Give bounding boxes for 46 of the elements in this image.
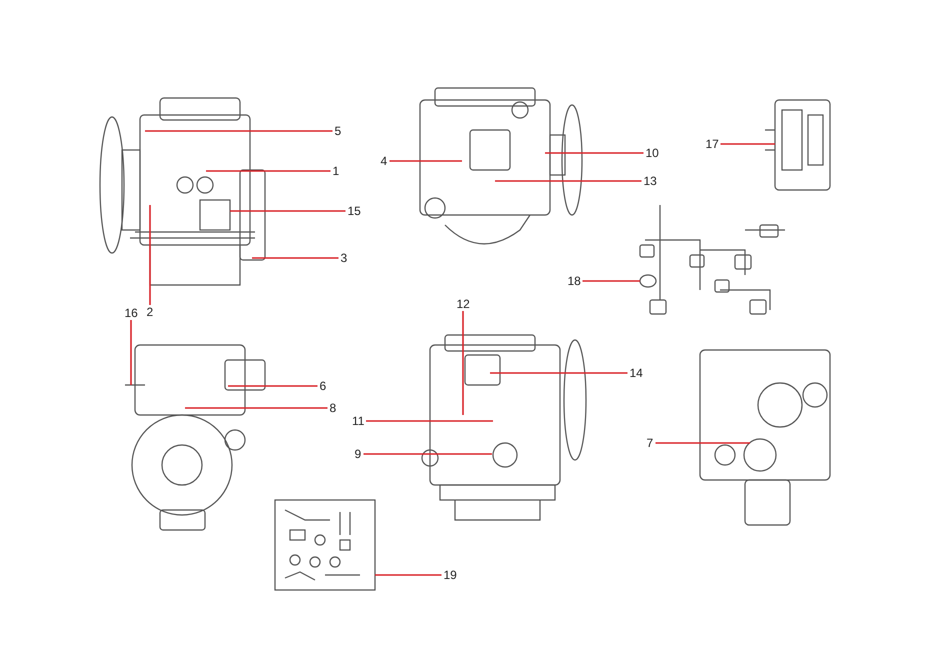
- leader-line: [390, 160, 462, 162]
- leader-line: [545, 152, 644, 154]
- wiring-harness-drawing: [639, 204, 786, 315]
- leader-line: [252, 257, 338, 259]
- engine-drawing: [125, 344, 266, 531]
- callout-number: 7: [644, 436, 656, 450]
- leader-line: [720, 143, 775, 145]
- engine-drawing: [699, 349, 831, 526]
- parts-kit-drawing: [274, 499, 376, 591]
- callout-number: 12: [454, 297, 472, 311]
- engine-drawing: [419, 87, 583, 244]
- leader-line: [490, 372, 628, 374]
- leader-line: [145, 130, 332, 132]
- leader-line: [230, 210, 346, 212]
- callout-number: 1: [330, 164, 342, 178]
- leader-line: [366, 420, 493, 422]
- callout-number: 4: [378, 154, 390, 168]
- leader-line: [495, 180, 642, 182]
- leader-line: [582, 280, 640, 282]
- callout-number: 11: [350, 414, 366, 428]
- leader-line: [149, 205, 151, 305]
- leader-line: [462, 311, 464, 415]
- callout-number: 6: [318, 379, 328, 393]
- leader-line: [375, 574, 442, 576]
- leader-line: [228, 385, 318, 387]
- callout-number: 2: [144, 305, 156, 319]
- leader-line: [656, 442, 750, 444]
- callout-number: 3: [338, 251, 350, 265]
- callout-number: 19: [442, 568, 459, 582]
- callout-number: 15: [346, 204, 363, 218]
- leader-line: [206, 170, 330, 172]
- callout-number: 17: [704, 137, 721, 151]
- callout-number: 5: [332, 124, 344, 138]
- engine-drawing: [421, 334, 587, 521]
- control-unit-drawing: [764, 99, 831, 191]
- callout-number: 9: [352, 447, 364, 461]
- callout-number: 13: [642, 174, 659, 188]
- callout-number: 8: [328, 401, 338, 415]
- engine-drawing: [99, 97, 266, 286]
- callout-number: 16: [122, 306, 140, 320]
- leader-line: [185, 407, 328, 409]
- callout-number: 18: [566, 274, 583, 288]
- leader-line: [130, 320, 132, 385]
- callout-number: 10: [644, 146, 661, 160]
- callout-number: 14: [628, 366, 645, 380]
- leader-line: [364, 453, 492, 455]
